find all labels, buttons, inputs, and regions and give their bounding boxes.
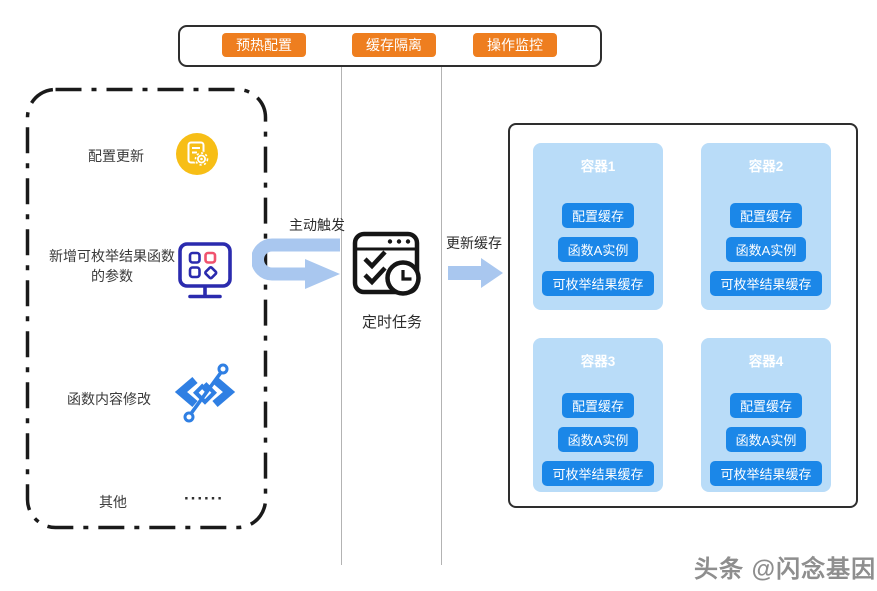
trigger-item-function-modify-label: 函数内容修改 [67,391,151,407]
chip-enumerable-result-cache: 可枚举结果缓存 [542,461,654,486]
trigger-arrow-label: 主动触发 [289,217,345,233]
monitor-params-icon [178,242,232,299]
container-2-chips: 配置缓存 函数A实例 可枚举结果缓存 [710,203,822,296]
connector-line-left [341,67,342,565]
feature-chip-cache-isolation: 缓存隔离 [352,33,436,57]
code-edit-icon [174,363,236,423]
feature-chip-preheat-config: 预热配置 [222,33,306,57]
update-arrow-label: 更新缓存 [446,235,502,251]
trigger-item-other-dots: ······ [184,489,224,508]
chip-config-cache: 配置缓存 [729,393,802,418]
timer-checklist-icon [352,231,421,296]
document-gear-icon [176,133,218,175]
connector-line-right [441,67,442,565]
chip-function-a-instance: 函数A实例 [557,427,639,452]
right-arrow-icon [448,258,503,288]
container-4-chips: 配置缓存 函数A实例 可枚举结果缓存 [710,393,822,486]
container-2-title: 容器2 [748,159,784,174]
trigger-item-new-params-line1: 新增可枚举结果函数 [49,248,175,264]
u-turn-arrow-icon [252,238,340,289]
watermark: 头条 @闪念基因 [694,556,877,583]
container-3-chips: 配置缓存 函数A实例 可枚举结果缓存 [542,393,654,486]
trigger-item-other-label: 其他 [99,494,127,510]
trigger-item-new-params-line2: 的参数 [91,267,133,284]
chip-config-cache: 配置缓存 [729,203,802,228]
scheduler-label: 定时任务 [362,314,423,331]
feature-chip-operation-monitor: 操作监控 [473,33,557,57]
chip-enumerable-result-cache: 可枚举结果缓存 [710,461,822,486]
container-3: 容器3 配置缓存 函数A实例 可枚举结果缓存 [533,338,663,492]
trigger-item-config-update-label: 配置更新 [88,148,144,164]
trigger-item-new-params-label: 新增可枚举结果函数 的参数 [42,247,182,286]
container-1-title: 容器1 [580,159,616,174]
container-1-chips: 配置缓存 函数A实例 可枚举结果缓存 [542,203,654,296]
chip-function-a-instance: 函数A实例 [557,237,639,262]
chip-function-a-instance: 函数A实例 [725,427,807,452]
chip-function-a-instance: 函数A实例 [725,237,807,262]
container-4-title: 容器4 [748,354,784,369]
chip-config-cache: 配置缓存 [561,203,634,228]
chip-config-cache: 配置缓存 [561,393,634,418]
container-3-title: 容器3 [580,354,616,369]
chip-enumerable-result-cache: 可枚举结果缓存 [542,271,654,296]
container-4: 容器4 配置缓存 函数A实例 可枚举结果缓存 [701,338,831,492]
container-1: 容器1 配置缓存 函数A实例 可枚举结果缓存 [533,143,663,310]
chip-enumerable-result-cache: 可枚举结果缓存 [710,271,822,296]
trigger-panel-border [25,87,268,530]
container-2: 容器2 配置缓存 函数A实例 可枚举结果缓存 [701,143,831,310]
